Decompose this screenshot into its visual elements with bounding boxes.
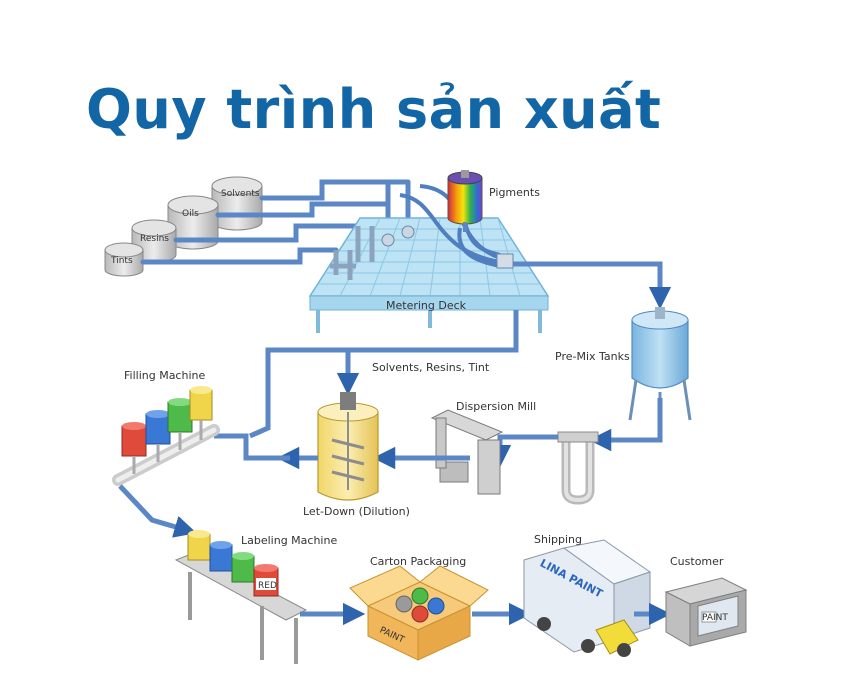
pipe-deck-to-premix [513,261,672,310]
dispersion-mill: Dispersion Mill [430,400,536,495]
resins-label: Resins [140,234,169,244]
pipe-filling-to-labeling [118,484,197,538]
shipping-truck: LINA PAINT Shipping [523,533,652,657]
flow-meter [557,431,599,505]
labeling-machine-label: Labeling Machine [241,534,337,547]
shipping-label: Shipping [534,533,582,546]
label-can-blue [209,541,233,572]
customer-label: Customer [670,555,724,568]
pipe-meter-to-mill [488,434,558,468]
filling-can-green [167,398,193,450]
pipe-deck-to-filling [248,347,346,439]
metering-deck: Metering Deck [308,184,550,333]
filling-can-blue [145,410,171,462]
pigments-label: Pigments [489,186,540,199]
solvents-tank [211,176,263,231]
store-marking: PAINT [702,613,728,623]
filling-can-yellow [189,386,213,440]
oils-label: Oils [182,209,199,219]
pigments-tank: Pigments [447,170,540,232]
premix-tank: Pre-Mix Tanks [555,307,692,422]
letdown-tank: Let-Down (Dilution) [303,392,410,518]
premix-tanks-label: Pre-Mix Tanks [555,350,630,363]
can-red-marking: RED [258,581,277,591]
supply-pipes [140,179,411,265]
label-can-red [253,564,279,597]
page-title: Quy trình sản xuất [86,78,662,141]
carton-box: PAINT Carton Packaging [349,555,489,661]
pipe-premix-to-meter [588,398,663,452]
labeling-machine: RED Labeling Machine [174,530,337,664]
pipe-letdown-return [214,433,290,461]
solvents-resins-tint-label: Solvents, Resins, Tint [372,361,490,374]
tints-label: Tints [110,256,133,266]
carton-packaging-label: Carton Packaging [370,555,466,568]
letdown-label: Let-Down (Dilution) [303,505,410,518]
metering-deck-label: Metering Deck [386,299,467,312]
dispersion-mill-label: Dispersion Mill [456,400,536,413]
tints-tank [104,242,144,277]
filling-machine: Filling Machine [112,369,220,486]
pipe-deck-to-letdown [336,310,519,396]
customer-store: PAINT Customer [664,555,748,647]
label-can-yellow [187,530,211,561]
label-can-green [231,552,255,583]
filling-machine-label: Filling Machine [124,369,205,382]
solvents-label: Solvents [221,189,260,199]
